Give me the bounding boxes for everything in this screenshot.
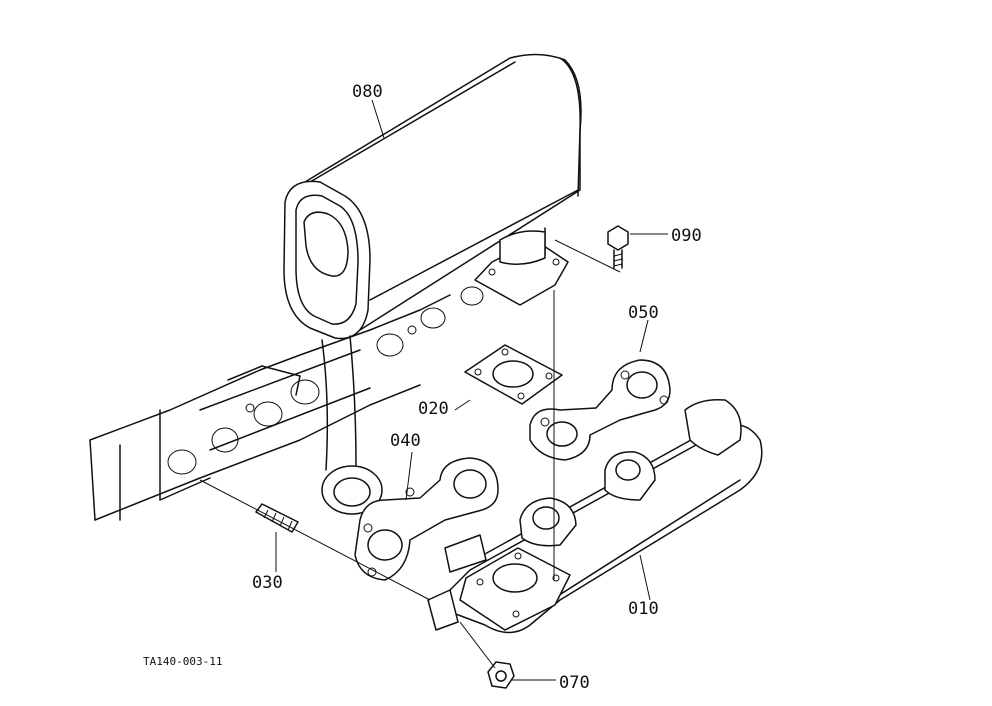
label-070: 070 bbox=[559, 673, 590, 693]
label-040: 040 bbox=[390, 431, 421, 451]
nut bbox=[487, 661, 515, 689]
label-090: 090 bbox=[671, 226, 702, 246]
flange-bolt bbox=[607, 225, 629, 269]
label-080: 080 bbox=[352, 82, 383, 102]
figure-ref-code: TA140-003-11 bbox=[143, 655, 222, 668]
exhaust-manifold bbox=[427, 398, 763, 634]
label-020: 020 bbox=[418, 399, 449, 419]
muffler bbox=[283, 53, 582, 515]
label-050: 050 bbox=[628, 303, 659, 323]
label-010: 010 bbox=[628, 599, 659, 619]
manifold-gasket-040 bbox=[354, 457, 499, 581]
cylinder-head bbox=[89, 286, 484, 521]
manifold-gasket-050 bbox=[529, 359, 671, 461]
label-030: 030 bbox=[252, 573, 283, 593]
leader-lines bbox=[199, 99, 668, 681]
muffler-gasket bbox=[464, 344, 563, 405]
